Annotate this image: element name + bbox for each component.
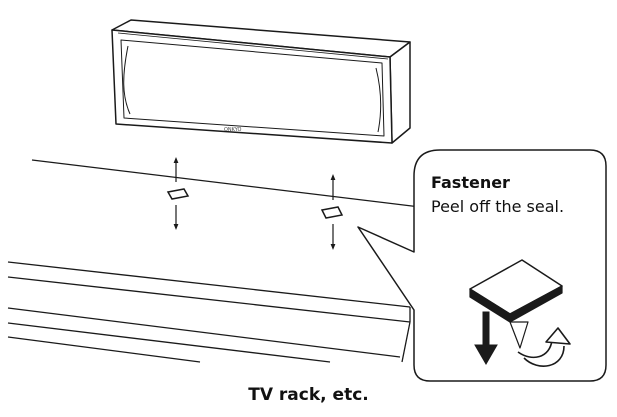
callout-box bbox=[357, 149, 607, 382]
fastener-left bbox=[166, 188, 190, 200]
callout-title: Fastener bbox=[431, 173, 510, 192]
callout-instruction: Peel off the seal. bbox=[431, 197, 565, 216]
fastener-right bbox=[320, 206, 344, 219]
down-arrow-icon bbox=[474, 311, 498, 365]
diagram-caption: TV rack, etc. bbox=[248, 385, 369, 405]
fastener-closeup bbox=[469, 259, 563, 349]
tv-rack bbox=[7, 159, 421, 363]
speaker-logo: ONKYO bbox=[224, 127, 242, 133]
curved-arrow-icon bbox=[517, 327, 571, 367]
speaker bbox=[111, 19, 411, 144]
